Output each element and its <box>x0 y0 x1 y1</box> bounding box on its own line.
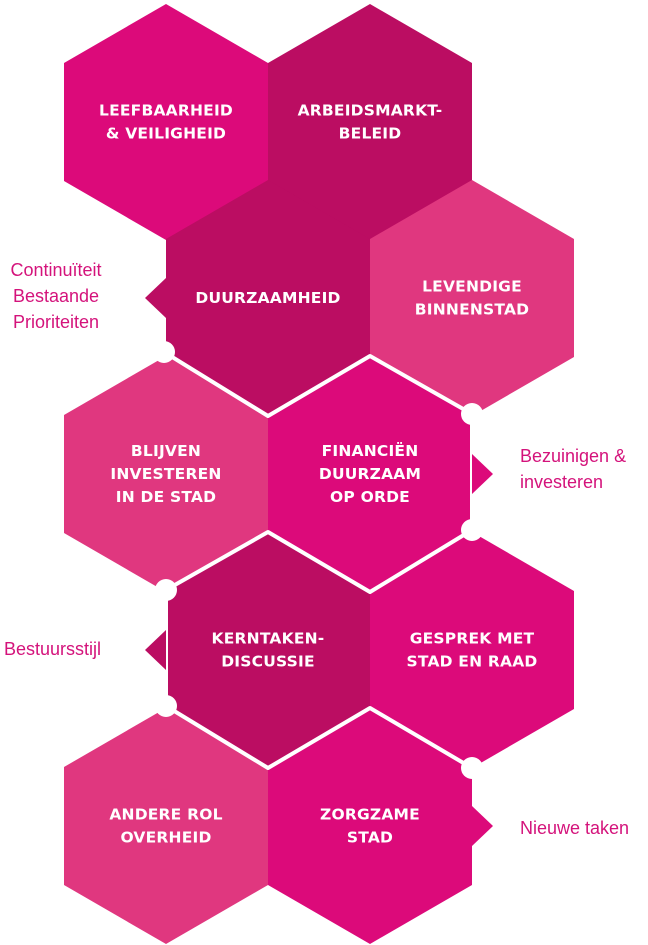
hex-levendige-binnenstad: LEVENDIGE BINNENSTAD <box>370 180 574 416</box>
hex-zorgzame-stad: ZORGZAME STAD <box>268 708 472 944</box>
hexagon-shape <box>268 4 472 240</box>
hexagon-label: LEEFBAARHEID <box>99 102 233 120</box>
side-label-line: Bestuursstijl <box>4 639 102 659</box>
connector-node <box>155 695 177 717</box>
hexagon-label: KERNTAKEN- <box>212 630 325 648</box>
hexagon-label: ARBEIDSMARKT- <box>298 102 443 120</box>
hex-financien: FINANCIËN DUURZAAM OP ORDE <box>268 356 472 592</box>
hexagon-layer: LEEFBAARHEID & VEILIGHEID ARBEIDSMARKT- BEL… <box>64 4 574 944</box>
hexagon-label: OVERHEID <box>120 829 211 847</box>
side-label-bestuursstijl: Bestuursstijl <box>4 636 101 662</box>
hexagon-shape <box>268 708 472 944</box>
hexagon-label: BINNENSTAD <box>415 301 529 319</box>
side-label-line: Bestaande <box>12 286 100 306</box>
connector-node <box>153 341 175 363</box>
hexagon-label: DUURZAAMHEID <box>195 289 340 307</box>
hexagon-label: STAD <box>347 829 393 847</box>
hex-blijven-investeren: BLIJVEN INVESTEREN IN DE STAD <box>64 356 268 592</box>
side-label-line: Nieuwe taken <box>520 818 630 838</box>
hex-duurzaamheid: DUURZAAMHEID <box>166 180 370 416</box>
hexagon-label: INVESTEREN <box>110 465 221 483</box>
hexagon-label: DISCUSSIE <box>221 653 315 671</box>
hexagon-label: FINANCIËN <box>322 441 419 460</box>
side-label-line: Continuïteit <box>10 260 102 280</box>
hexagon-shape <box>166 180 370 416</box>
side-label-line: Prioriteiten <box>12 312 100 332</box>
side-label-line: Bezuinigen & <box>520 446 627 466</box>
hex-kerntaken: KERNTAKEN- DISCUSSIE <box>166 532 370 768</box>
pointer-arrow <box>472 806 493 846</box>
side-label-line: investeren <box>520 472 604 492</box>
side-label-nieuwe-taken: Nieuwe taken <box>520 815 629 841</box>
hexagon-shape <box>64 4 268 240</box>
side-label-continuiteit: Continuïteit Bestaande Prioriteiten <box>0 257 112 335</box>
hexagon-label: IN DE STAD <box>116 488 216 506</box>
hex-arbeidsmarkt: ARBEIDSMARKT- BELEID <box>268 4 472 240</box>
connector-lines <box>162 350 474 770</box>
hexagon-shape <box>268 356 472 592</box>
hexagon-shape <box>370 532 574 768</box>
hexagon-label: & VEILIGHEID <box>106 125 226 143</box>
hexagon-shape <box>370 180 574 416</box>
hex-gesprek: GESPREK MET STAD EN RAAD <box>370 532 574 768</box>
pointer-arrow <box>145 630 166 670</box>
hex-andere-rol: ANDERE ROL OVERHEID <box>64 708 268 944</box>
pointer-arrow <box>145 278 166 318</box>
connector-nodes <box>153 341 483 779</box>
hex-leefbaarheid: LEEFBAARHEID & VEILIGHEID <box>64 4 268 240</box>
hexagon-shape <box>64 708 268 944</box>
pointer-arrow <box>472 454 493 494</box>
hexagon-label: OP ORDE <box>330 488 410 506</box>
hexagon-shape <box>166 532 370 768</box>
connector-node <box>461 519 483 541</box>
connector-node <box>461 757 483 779</box>
hexagon-label: DUURZAAM <box>319 465 421 483</box>
hexagon-shape <box>64 356 268 592</box>
connector-node <box>155 579 177 601</box>
hexagon-label: LEVENDIGE <box>422 278 522 296</box>
pointer-arrows <box>145 278 493 846</box>
hexagon-label: STAD EN RAAD <box>407 653 538 671</box>
connector-node <box>461 403 483 425</box>
hexagon-label: BLIJVEN <box>131 442 201 460</box>
side-label-bezuinigen: Bezuinigen & investeren <box>520 443 626 495</box>
flow-connector-line <box>162 350 474 770</box>
hexagon-label: BELEID <box>339 125 402 143</box>
hexagon-label: ZORGZAME <box>320 806 420 824</box>
hexagon-label: ANDERE ROL <box>109 806 222 824</box>
hexagon-label: GESPREK MET <box>410 630 535 648</box>
